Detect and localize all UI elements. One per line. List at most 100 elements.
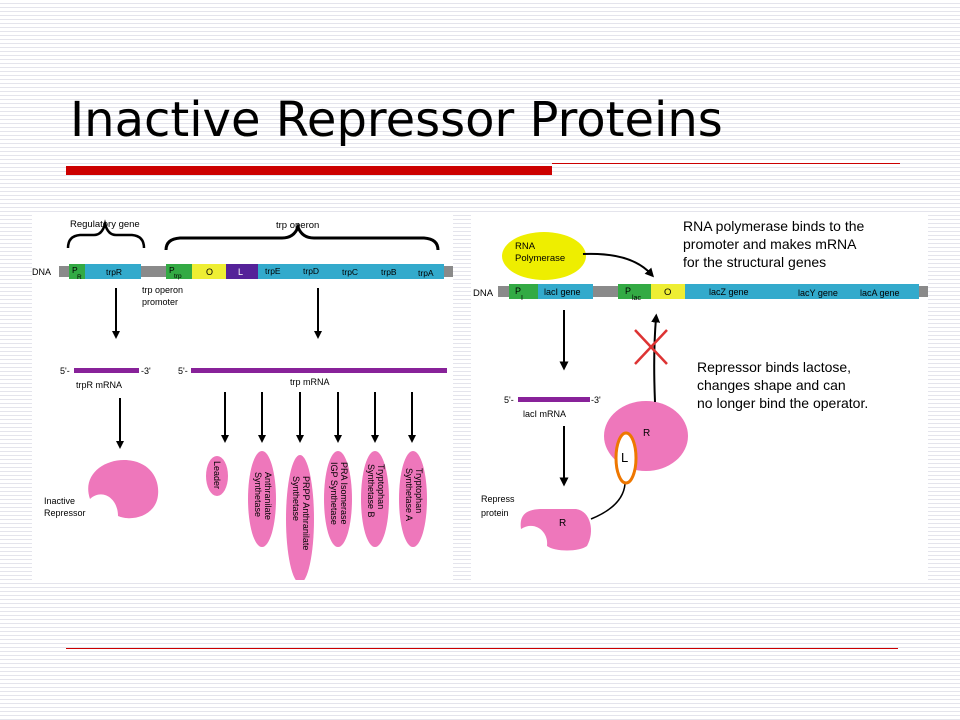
repressor-protein-label-2: protein: [481, 508, 509, 518]
svg-text:PRPP Anthranilate: PRPP Anthranilate: [301, 476, 311, 550]
protein-tryptophan-synthetase-a: Tryptophan Synthetase A: [399, 451, 427, 547]
trpB-gene: [372, 264, 408, 279]
rna-polymerase-label-2: Polymerase: [515, 253, 565, 264]
trp-operon-brace: [164, 222, 440, 251]
repressor-protein: [520, 509, 592, 551]
svg-text:Synthetase: Synthetase: [253, 472, 263, 517]
repressor-protein-r-label: R: [559, 518, 566, 529]
lacA-gene-label: lacA gene: [860, 288, 900, 298]
lacY-gene-label: lacY gene: [798, 288, 838, 298]
trpR-gene: [85, 264, 141, 279]
polymerase-note-line-2: promoter and makes mRNA: [683, 236, 857, 252]
trp-mrna: [191, 368, 447, 373]
blocked-x-icon-stroke-2: [634, 329, 668, 365]
lac-dna-label: DNA: [473, 288, 494, 299]
p-i-promoter: [509, 284, 538, 299]
trp-operator: [192, 264, 226, 279]
lacI-mrna: [518, 397, 590, 402]
repressor-release-arrow: [651, 313, 661, 403]
trp-leader-label: L: [238, 267, 243, 277]
protein-tryptophan-synthetase-b: Tryptophan Synthetase B: [361, 451, 389, 547]
trpE-gene: [258, 264, 294, 279]
trpA-gene-label: trpA: [418, 268, 434, 278]
inactive-repressor-protein: [88, 460, 159, 519]
svg-text:PRA Isomerase: PRA Isomerase: [339, 462, 349, 525]
trpC-gene: [334, 264, 372, 279]
trpC-gene-label: trpC: [342, 267, 358, 277]
p-lac-subscript: lac: [632, 295, 641, 302]
dna-label: DNA: [32, 267, 51, 277]
p-trp-subscript: trp: [174, 273, 182, 280]
p-i-label: P: [515, 286, 521, 296]
lacI-gene: [538, 284, 593, 299]
rna-polymerase: [502, 232, 586, 280]
polymerase-note-line-1: RNA polymerase binds to the: [683, 218, 865, 234]
svg-text:Anthranilate: Anthranilate: [263, 472, 273, 520]
polymerase-note-line-3: for the structural genes: [683, 254, 826, 270]
repressor-note-line-2: changes shape and can: [697, 377, 846, 393]
protein-anthranilate-synthetase: Anthranilate Synthetase: [248, 451, 276, 547]
lacA-gene: [853, 284, 919, 299]
protein-pra-isomerase-igp-synthetase: PRA Isomerase IGP Synthetase: [324, 451, 352, 547]
footer-rule: [66, 648, 898, 649]
polymerase-binding-arrow: [582, 252, 655, 278]
protein-leader: Leader: [206, 456, 228, 496]
p-trp-promoter: [166, 264, 192, 279]
promoter-caption-line-1: trp operon: [142, 285, 183, 295]
bound-repressor-r-label: R: [643, 428, 650, 439]
lacZ-gene-label: lacZ gene: [709, 287, 749, 297]
lacY-gene: [791, 284, 853, 299]
p-r-subscript: R: [77, 274, 82, 281]
trpE-gene-label: trpE: [265, 266, 281, 276]
repressor-note-line-3: no longer bind the operator.: [697, 395, 868, 411]
lacZ-gene: [685, 284, 791, 299]
lac-operon-diagram: RNA Polymerase RNA polymerase binds to t…: [471, 214, 928, 580]
trpB-gene-label: trpB: [381, 267, 397, 277]
regulatory-gene-brace: [66, 219, 146, 249]
lacI-gene-label: lacI gene: [544, 287, 581, 297]
svg-text:Synthetase: Synthetase: [291, 476, 301, 521]
title-underline-bar: [66, 166, 552, 175]
lactose-molecule: [614, 431, 638, 485]
p-r-label: P: [72, 265, 78, 275]
trpR-mrna-5prime: 5'-: [60, 366, 70, 376]
trp-leader: [226, 264, 258, 279]
svg-text:Tryptophan: Tryptophan: [414, 468, 424, 513]
trp-mrna-5prime: 5'-: [178, 366, 188, 376]
protein-prpp-anthranilate-synthetase: PRPP Anthranilate Synthetase: [286, 455, 314, 580]
lacI-mrna-3prime: -3': [591, 395, 601, 405]
promoter-caption-line-2: promoter: [142, 297, 178, 307]
trp-mrna-label: trp mRNA: [290, 377, 330, 387]
lactose-label: L: [621, 450, 628, 465]
svg-text:Tryptophan: Tryptophan: [376, 464, 386, 509]
repressor-note-line-1: Repressor binds lactose,: [697, 359, 851, 375]
trpR-gene-label: trpR: [106, 267, 122, 277]
trpD-gene-label: trpD: [303, 266, 319, 276]
rna-polymerase-label-1: RNA: [515, 241, 536, 252]
trpR-mrna-3prime: -3': [141, 366, 151, 376]
inactive-repressor-label-2: Repressor: [44, 508, 86, 518]
trpA-gene: [408, 264, 444, 279]
trpR-mrna-label: trpR mRNA: [76, 380, 122, 390]
inactive-repressor-label-1: Inactive: [44, 496, 75, 506]
lac-operator: [651, 284, 685, 299]
lac-operator-label: O: [664, 287, 671, 298]
p-i-subscript: I: [521, 295, 523, 302]
repressor-protein-label-1: Repress: [481, 494, 515, 504]
lacI-mrna-5prime: 5'-: [504, 395, 514, 405]
svg-text:Leader: Leader: [212, 461, 222, 489]
svg-text:Synthetase A: Synthetase A: [404, 468, 414, 521]
p-r-promoter: [69, 264, 85, 279]
trpD-gene: [294, 264, 334, 279]
p-lac-promoter: [618, 284, 651, 299]
p-trp-label: P: [169, 265, 175, 275]
svg-text:IGP Synthetase: IGP Synthetase: [329, 462, 339, 525]
p-lac-label: P: [625, 286, 631, 296]
trpR-mrna: [74, 368, 139, 373]
trp-operon-diagram: Regulatory gene trp operon DNA P R trpR …: [32, 214, 453, 580]
slide-title: Inactive Repressor Proteins: [70, 92, 723, 148]
lacI-mrna-label: lacI mRNA: [523, 409, 566, 419]
lactose-binding-path: [590, 483, 626, 520]
trp-operator-label: O: [206, 267, 213, 277]
title-underline-rule: [552, 163, 900, 164]
